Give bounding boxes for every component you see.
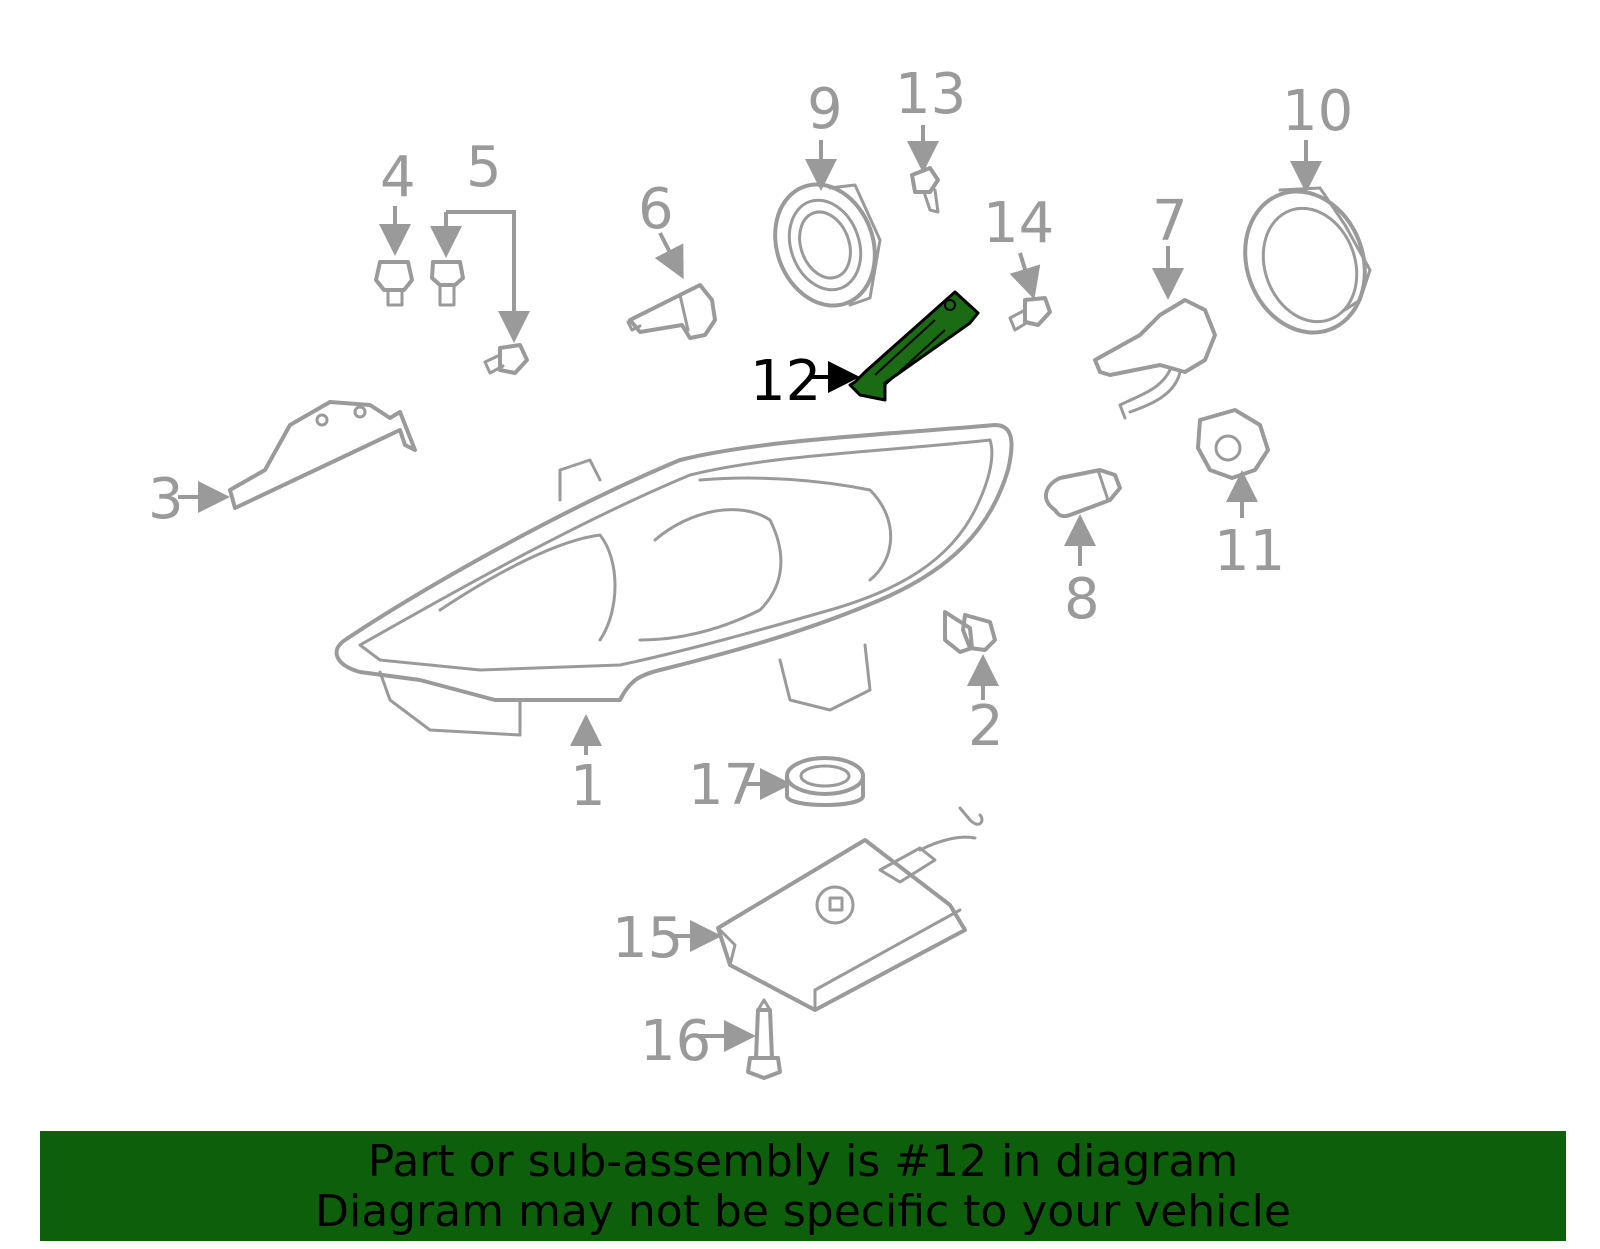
screws-part-5 bbox=[430, 260, 529, 375]
banner-line-1: Part or sub-assembly is #12 in diagram bbox=[367, 1136, 1239, 1187]
cover-part-9 bbox=[773, 182, 882, 308]
callout-16: 16 bbox=[640, 1009, 711, 1074]
banner-line-2: Diagram may not be specific to your vehi… bbox=[315, 1186, 1291, 1237]
callout-5: 5 bbox=[466, 135, 502, 200]
callout-2: 2 bbox=[968, 694, 1004, 759]
bracket-part-12-highlighted bbox=[848, 290, 980, 402]
callout-6: 6 bbox=[638, 177, 674, 242]
callout-8: 8 bbox=[1064, 567, 1100, 632]
headlamp-assembly-part bbox=[334, 423, 1014, 737]
bracket-part-3 bbox=[228, 400, 417, 510]
callout-17: 17 bbox=[688, 753, 759, 818]
screw-part-14 bbox=[1008, 296, 1052, 332]
cover-part-10 bbox=[1243, 186, 1372, 335]
bolt-part-2 bbox=[943, 610, 997, 654]
ballast-part-15 bbox=[716, 806, 984, 1012]
callout-4: 4 bbox=[380, 145, 416, 210]
callout-3: 3 bbox=[148, 467, 184, 532]
callout-7: 7 bbox=[1152, 189, 1188, 254]
callout-15: 15 bbox=[612, 906, 683, 971]
callout-13: 13 bbox=[895, 62, 966, 127]
callout-10: 10 bbox=[1282, 79, 1353, 144]
screw-part-16 bbox=[746, 998, 782, 1080]
socket-part-11 bbox=[1196, 408, 1270, 480]
bolt-part-4 bbox=[374, 260, 414, 307]
callout-12: 12 bbox=[750, 349, 821, 414]
callout-14: 14 bbox=[983, 191, 1054, 256]
callout-11: 11 bbox=[1214, 519, 1285, 584]
bulb-part-8 bbox=[1044, 468, 1122, 519]
callout-9: 9 bbox=[807, 77, 843, 142]
callout-1: 1 bbox=[570, 754, 606, 819]
hid-bulb-part-7 bbox=[1093, 298, 1217, 420]
seal-part-17 bbox=[785, 756, 865, 807]
info-banner: Part or sub-assembly is #12 in diagram D… bbox=[40, 1131, 1566, 1241]
clip-part-13 bbox=[910, 166, 940, 214]
bulb-part-6 bbox=[626, 283, 717, 340]
